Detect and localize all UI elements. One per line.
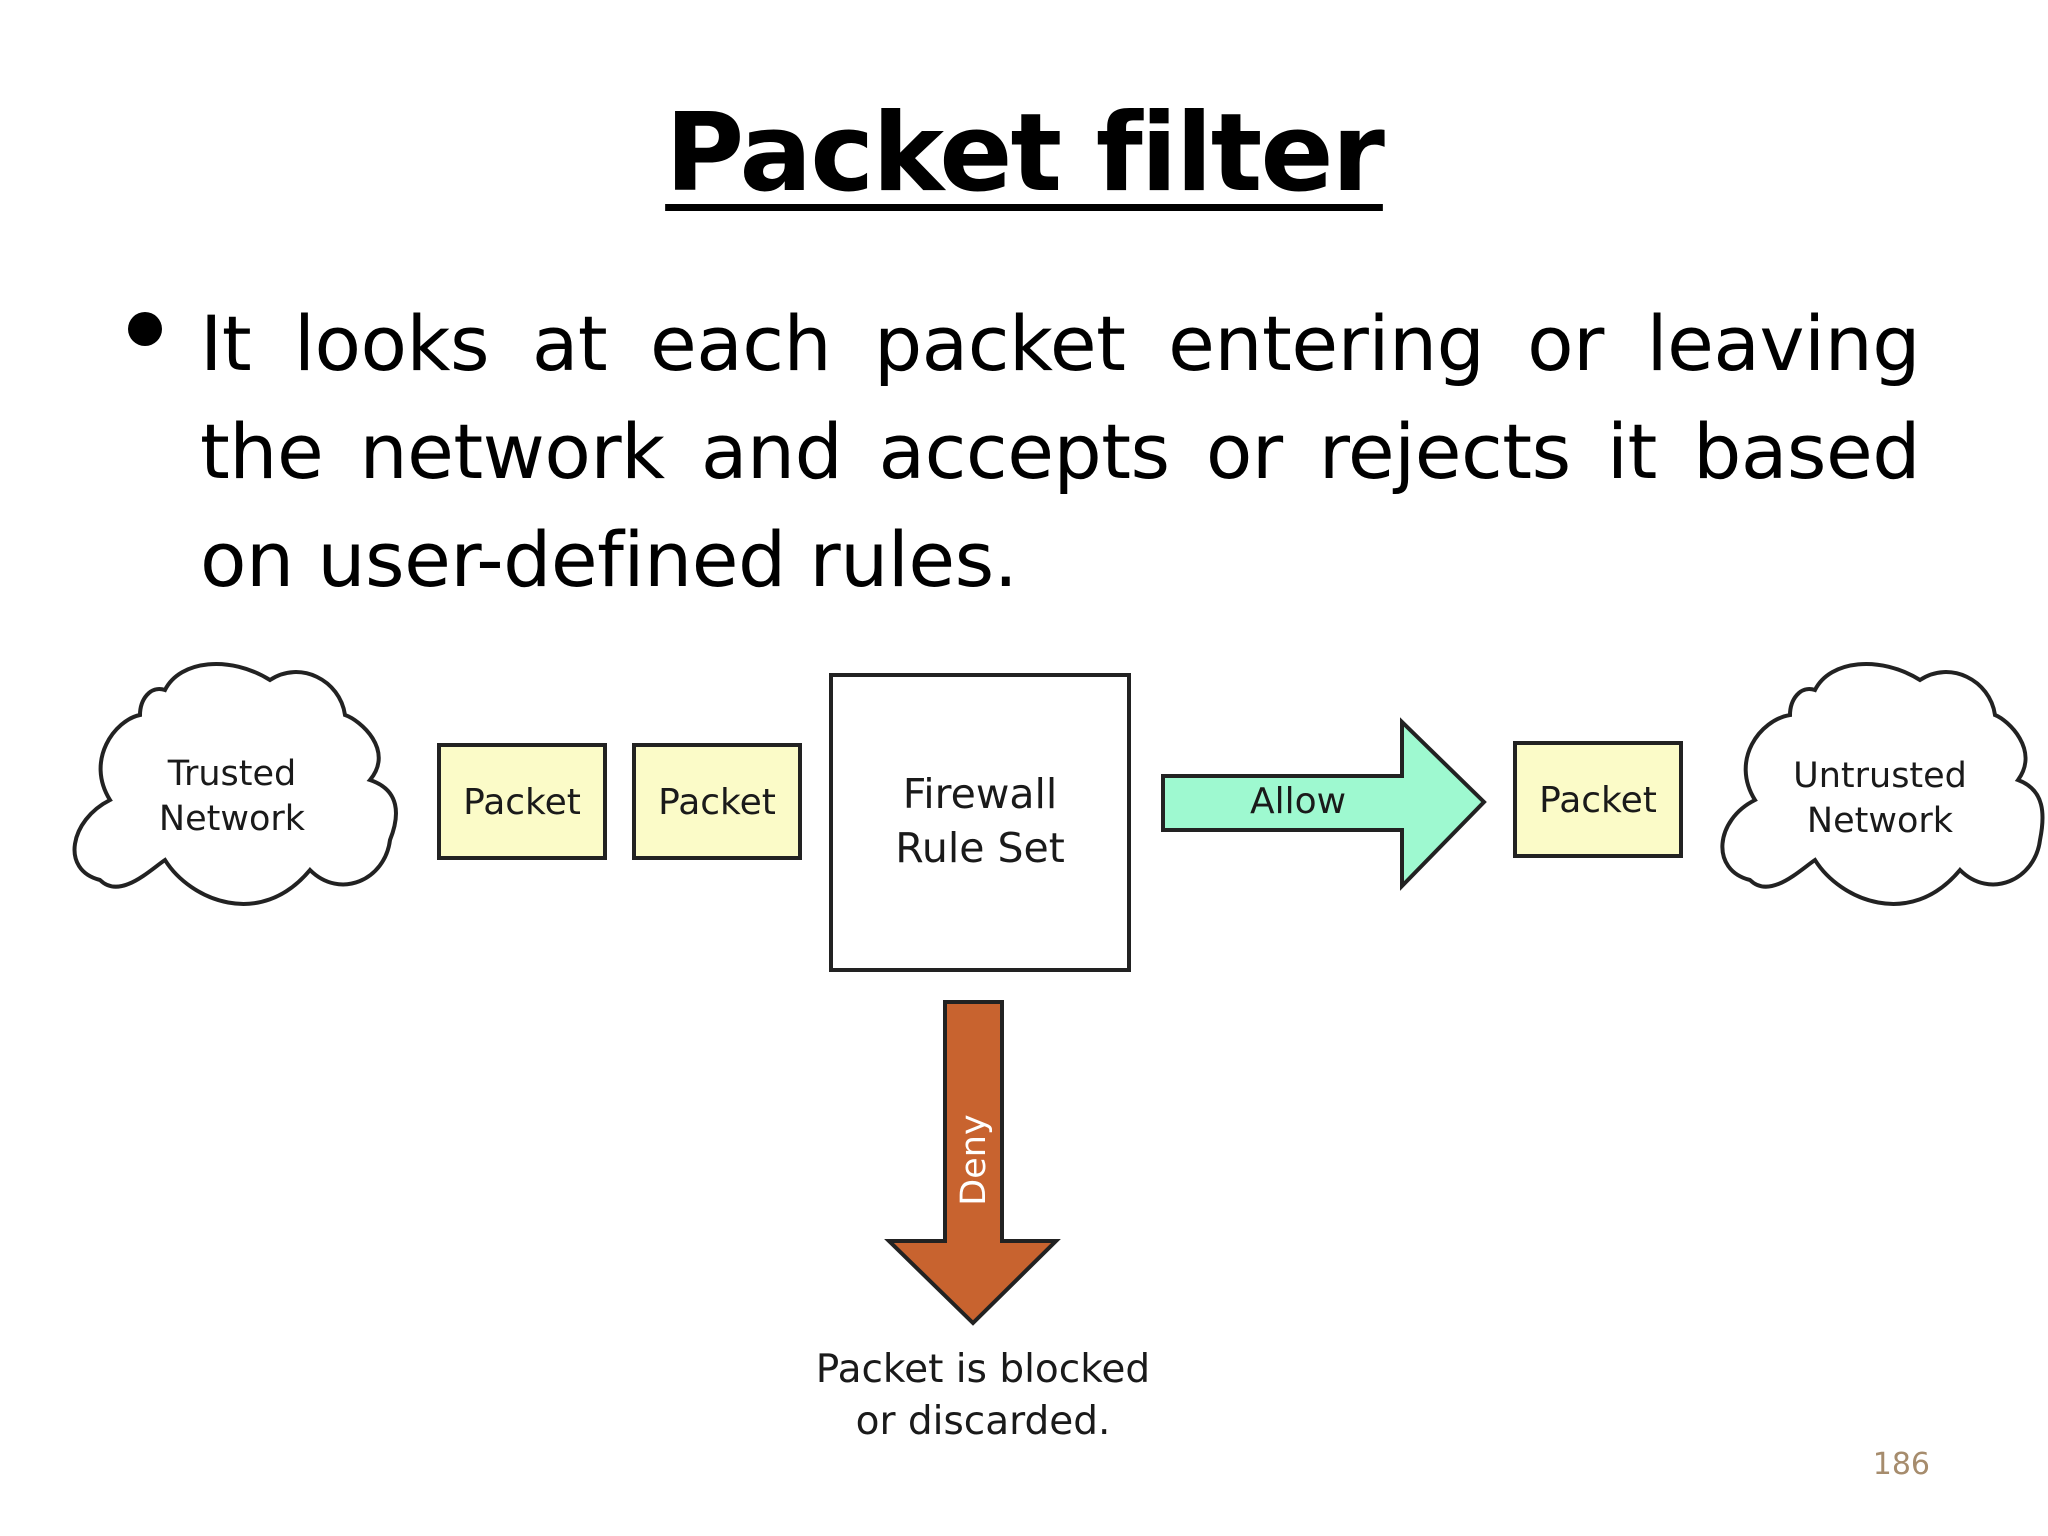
firewall-label-line2: Rule Set [895, 824, 1065, 872]
deny-label: Deny [954, 1114, 994, 1205]
bullet-text: It looks at each packet entering or leav… [200, 299, 1921, 604]
packet-label-1: Packet [463, 782, 581, 823]
cloud-left-shape [72, 662, 398, 906]
slide-title-text: Packet filter [665, 91, 1385, 216]
trusted-label-line2: Network [159, 799, 306, 839]
firewall-label-line1: Firewall [903, 770, 1058, 818]
packet-label-2: Packet [658, 782, 776, 823]
untrusted-label-line2: Network [1807, 801, 1954, 841]
packet-box-3: Packet [1513, 741, 1683, 858]
allow-arrow: Allow [1161, 717, 1487, 891]
allow-label: Allow [1250, 781, 1346, 822]
trusted-network-cloud: Trusted Network [72, 662, 398, 906]
trusted-label-line1: Trusted [167, 754, 297, 794]
untrusted-network-cloud: Untrusted Network [1720, 662, 2045, 906]
page-number: 186 [1872, 1447, 1930, 1482]
blocked-note-line2: or discarded. [856, 1399, 1111, 1444]
packet-label-3: Packet [1539, 780, 1657, 821]
blocked-note-line1: Packet is blocked [816, 1347, 1150, 1392]
firewall-rule-set-box: Firewall Rule Set [829, 673, 1131, 972]
bullet-dot-icon [128, 312, 162, 346]
deny-arrow: Deny [884, 1000, 1061, 1326]
packet-box-1: Packet [437, 743, 607, 860]
slide-title: Packet filter [0, 94, 2048, 214]
untrusted-label-line1: Untrusted [1793, 756, 1967, 796]
cloud-right-shape [1720, 662, 2045, 906]
packet-box-2: Packet [632, 743, 802, 860]
